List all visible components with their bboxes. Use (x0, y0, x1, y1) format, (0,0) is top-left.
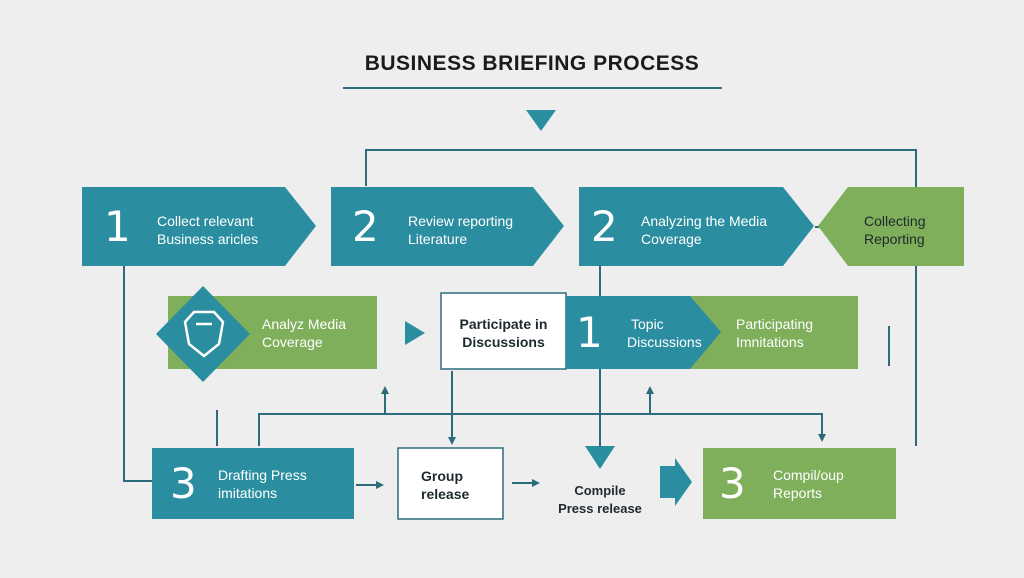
step-review-label: Review reporting Literature (408, 213, 514, 247)
step-analyz-diamond (156, 286, 250, 382)
step-analyzing-number: 2 (591, 202, 618, 251)
triangle-to-participate (405, 321, 425, 345)
step-analyz-label: Analyz Media Coverage (262, 316, 347, 350)
step-reports-label: Compil/oup Reports (773, 467, 844, 501)
step-collect-shape (82, 187, 316, 266)
step-reports-shape (703, 448, 896, 519)
step-drafting-label: Drafting Press imitations (218, 467, 307, 501)
step-review-number: 2 (352, 202, 379, 251)
diagram-title: BUSINESS BRIEFING PROCESS (364, 52, 700, 75)
step-collecting-shape (818, 187, 964, 266)
left-link-line (123, 266, 152, 482)
top-loop-line (365, 149, 917, 446)
step-collect-number: 1 (104, 202, 131, 251)
step-compile-label: Compile Press release (558, 483, 642, 516)
step-collecting-label: Collecting Reporting (864, 213, 926, 247)
down-triangle-compile (585, 446, 615, 469)
step-analyzing-label: Analyzing the Media Coverage (641, 213, 768, 247)
step-group-shape (397, 447, 504, 520)
triangle-to-reports (660, 458, 692, 506)
step-collect-label: Collect relevant Business aricles (157, 213, 259, 247)
step-participating-label: Participating Imnitations (736, 316, 814, 350)
step-reports-number: 3 (719, 459, 746, 508)
start-triangle (526, 110, 556, 131)
mid-bus-line (258, 413, 826, 446)
shield-icon (183, 310, 225, 358)
step-topic-label: Topic Discussions (627, 316, 702, 350)
step-participate-label: Participate in Discussions (459, 316, 548, 350)
step-topic-number: 1 (576, 308, 603, 357)
step-group-label: Group release (421, 468, 470, 502)
step-topic-shape (566, 296, 721, 369)
step-review-shape (331, 187, 564, 266)
step-analyzing-shape (579, 187, 814, 266)
step-drafting-number: 3 (170, 459, 197, 508)
step-drafting-shape (152, 448, 354, 519)
step-participate-shape (440, 292, 567, 370)
